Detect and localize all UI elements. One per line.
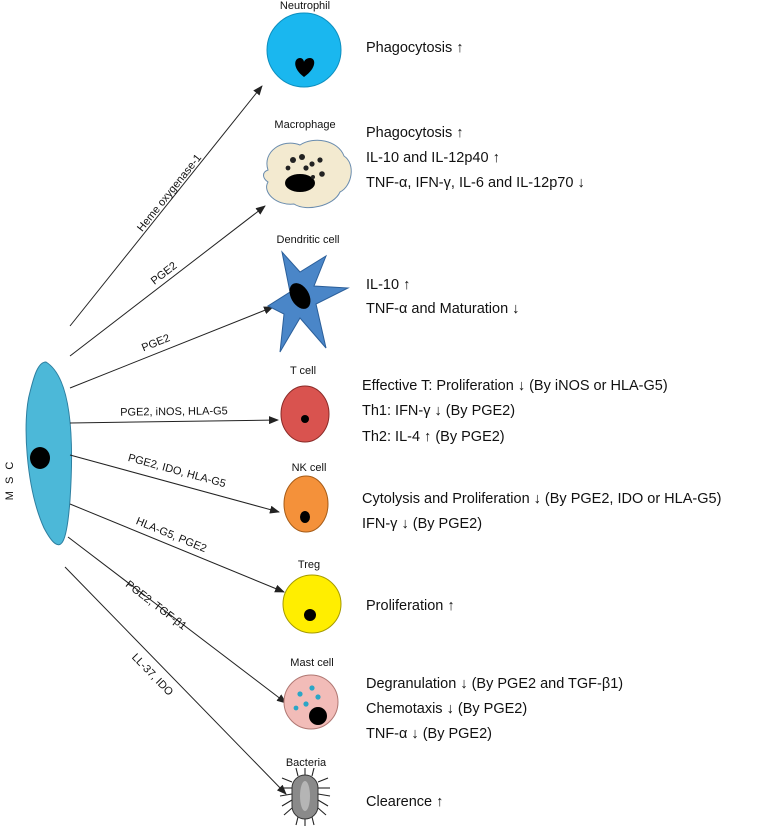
dendritic-cell: Dendritic cell [266, 234, 350, 353]
edge-line [64, 566, 287, 795]
effect-text: Phagocytosis ↑ [366, 40, 464, 56]
cell-label: Bacteria [286, 757, 327, 769]
effect-text: TNF-α, IFN-γ, IL-6 and IL-12p70 ↓ [366, 175, 585, 191]
cells: Neutrophil Macrophage Dendritic cell [263, 0, 352, 826]
bacteria-cell: Bacteria [279, 757, 331, 826]
granule [297, 691, 303, 697]
effect-text: IL-10 ↑ [366, 277, 410, 293]
edge-label: PGE2, TGF-β1 [123, 579, 189, 633]
cell-label: Macrophage [274, 119, 335, 131]
effect-text: Cytolysis and Proliferation ↓ (By PGE2, … [362, 491, 721, 507]
nk-cell-body [283, 475, 329, 533]
mast-cell: Mast cell [283, 657, 339, 730]
edge-label: LL-37, IDO [129, 651, 175, 698]
effect-text: IFN-γ ↓ (By PGE2) [362, 516, 482, 532]
granule [303, 701, 309, 707]
edge-label: PGE2 [140, 332, 172, 354]
edge-line [67, 536, 287, 704]
msc-label: M S C [4, 460, 16, 501]
cell-label: T cell [290, 365, 316, 377]
neutrophil-cell: Neutrophil [266, 0, 342, 88]
effect-text: TNF-α and Maturation ↓ [366, 301, 519, 317]
cell-label: Mast cell [290, 657, 333, 669]
msc-cell: M S C [4, 361, 73, 546]
cell-label: Neutrophil [280, 0, 330, 12]
nk-cell: NK cell [283, 462, 329, 533]
cell-label: Dendritic cell [277, 234, 340, 246]
granule [285, 165, 291, 171]
edges [64, 85, 287, 795]
msc-nucleus [30, 447, 50, 469]
effect-text: Th2: IL-4 ↑ (By PGE2) [362, 429, 505, 445]
macrophage-cell: Macrophage [263, 119, 352, 208]
edge-line [69, 85, 263, 327]
cell-label: NK cell [292, 462, 327, 474]
edge-line [69, 205, 266, 357]
bacteria-flagella [279, 767, 331, 826]
effect-text: TNF-α ↓ (By PGE2) [366, 726, 492, 742]
granule [299, 154, 305, 160]
treg-cell: Treg [282, 559, 342, 634]
treg-cell-nucleus [304, 609, 316, 621]
effects: Phagocytosis ↑ Phagocytosis ↑ IL-10 and … [362, 40, 721, 810]
edge-line [69, 306, 274, 389]
effect-text: Phagocytosis ↑ [366, 125, 464, 141]
treg-cell-body [282, 574, 342, 634]
edge-line [69, 416, 279, 425]
macrophage-nucleus [285, 174, 315, 192]
effect-text: Clearence ↑ [366, 794, 443, 810]
granule [311, 175, 315, 179]
effect-text: Chemotaxis ↓ (By PGE2) [366, 701, 527, 717]
t-cell-nucleus [301, 415, 309, 423]
effect-text: Degranulation ↓ (By PGE2 and TGF-β1) [366, 676, 623, 692]
cell-label: Treg [298, 559, 320, 571]
granule [317, 157, 323, 163]
edge-label: PGE2, iNOS, HLA-G5 [120, 405, 228, 419]
mast-cell-nucleus [309, 707, 327, 725]
edge-label: Heme oxygenase-1 [135, 152, 204, 234]
neutrophil-body [266, 12, 342, 88]
edge-labels: Heme oxygenase-1 PGE2 PGE2 PGE2, iNOS, H… [120, 152, 228, 699]
granule [309, 685, 315, 691]
granule [309, 161, 315, 167]
dendritic-nucleus [289, 283, 311, 309]
granule [290, 157, 296, 163]
effect-text: IL-10 and IL-12p40 ↑ [366, 150, 500, 166]
granule [319, 171, 325, 177]
effect-text: Th1: IFN-γ ↓ (By PGE2) [362, 403, 515, 419]
macrophage-body [263, 139, 352, 208]
nk-cell-nucleus [300, 511, 310, 523]
heart-nucleus-icon [295, 58, 315, 77]
granule [303, 165, 309, 171]
effect-text: Proliferation ↑ [366, 598, 455, 614]
effect-text: Effective T: Proliferation ↓ (By iNOS or… [362, 378, 668, 394]
t-cell: T cell [280, 365, 330, 443]
t-cell-body [280, 385, 330, 443]
granule [315, 694, 321, 700]
bacteria-highlight [300, 781, 310, 811]
edge-line [69, 454, 280, 514]
edge-line [69, 503, 285, 593]
granule [293, 705, 299, 711]
